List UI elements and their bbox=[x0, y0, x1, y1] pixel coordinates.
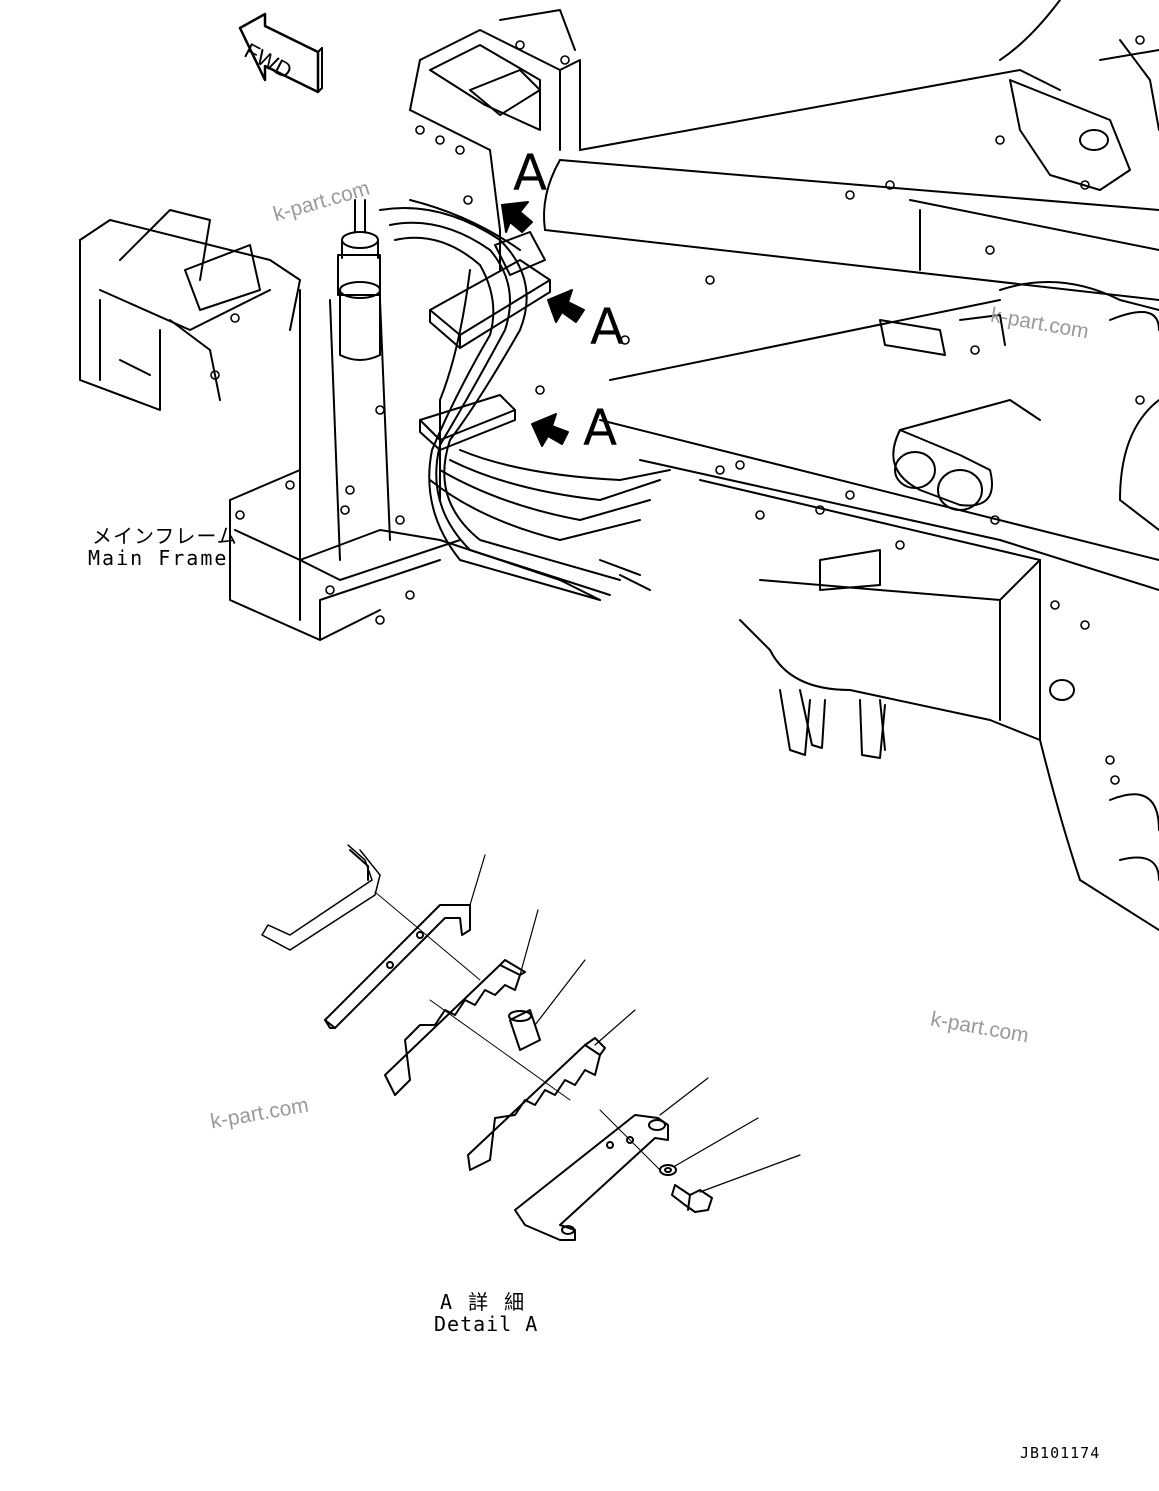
main-frame-label-jp: メインフレーム bbox=[92, 524, 238, 548]
main-frame-label-en: Main Frame bbox=[88, 546, 229, 570]
fwd-arrow-icon bbox=[238, 12, 323, 94]
detail-a-drawing bbox=[261, 844, 801, 1241]
main-frame-drawing bbox=[79, 0, 1159, 931]
detail-a-label-en: Detail A bbox=[434, 1312, 539, 1336]
callout-label-a-3: A bbox=[583, 399, 618, 457]
drawing-code: JB101174 bbox=[1020, 1444, 1101, 1462]
callout-arrow-2 bbox=[547, 289, 585, 323]
callout-arrow-3 bbox=[531, 413, 569, 447]
callout-label-a-2: A bbox=[590, 298, 625, 356]
detail-a-label-jp: A 詳 細 bbox=[440, 1290, 527, 1314]
callout-arrow-1 bbox=[501, 201, 533, 233]
callout-label-a-1: A bbox=[513, 144, 548, 202]
